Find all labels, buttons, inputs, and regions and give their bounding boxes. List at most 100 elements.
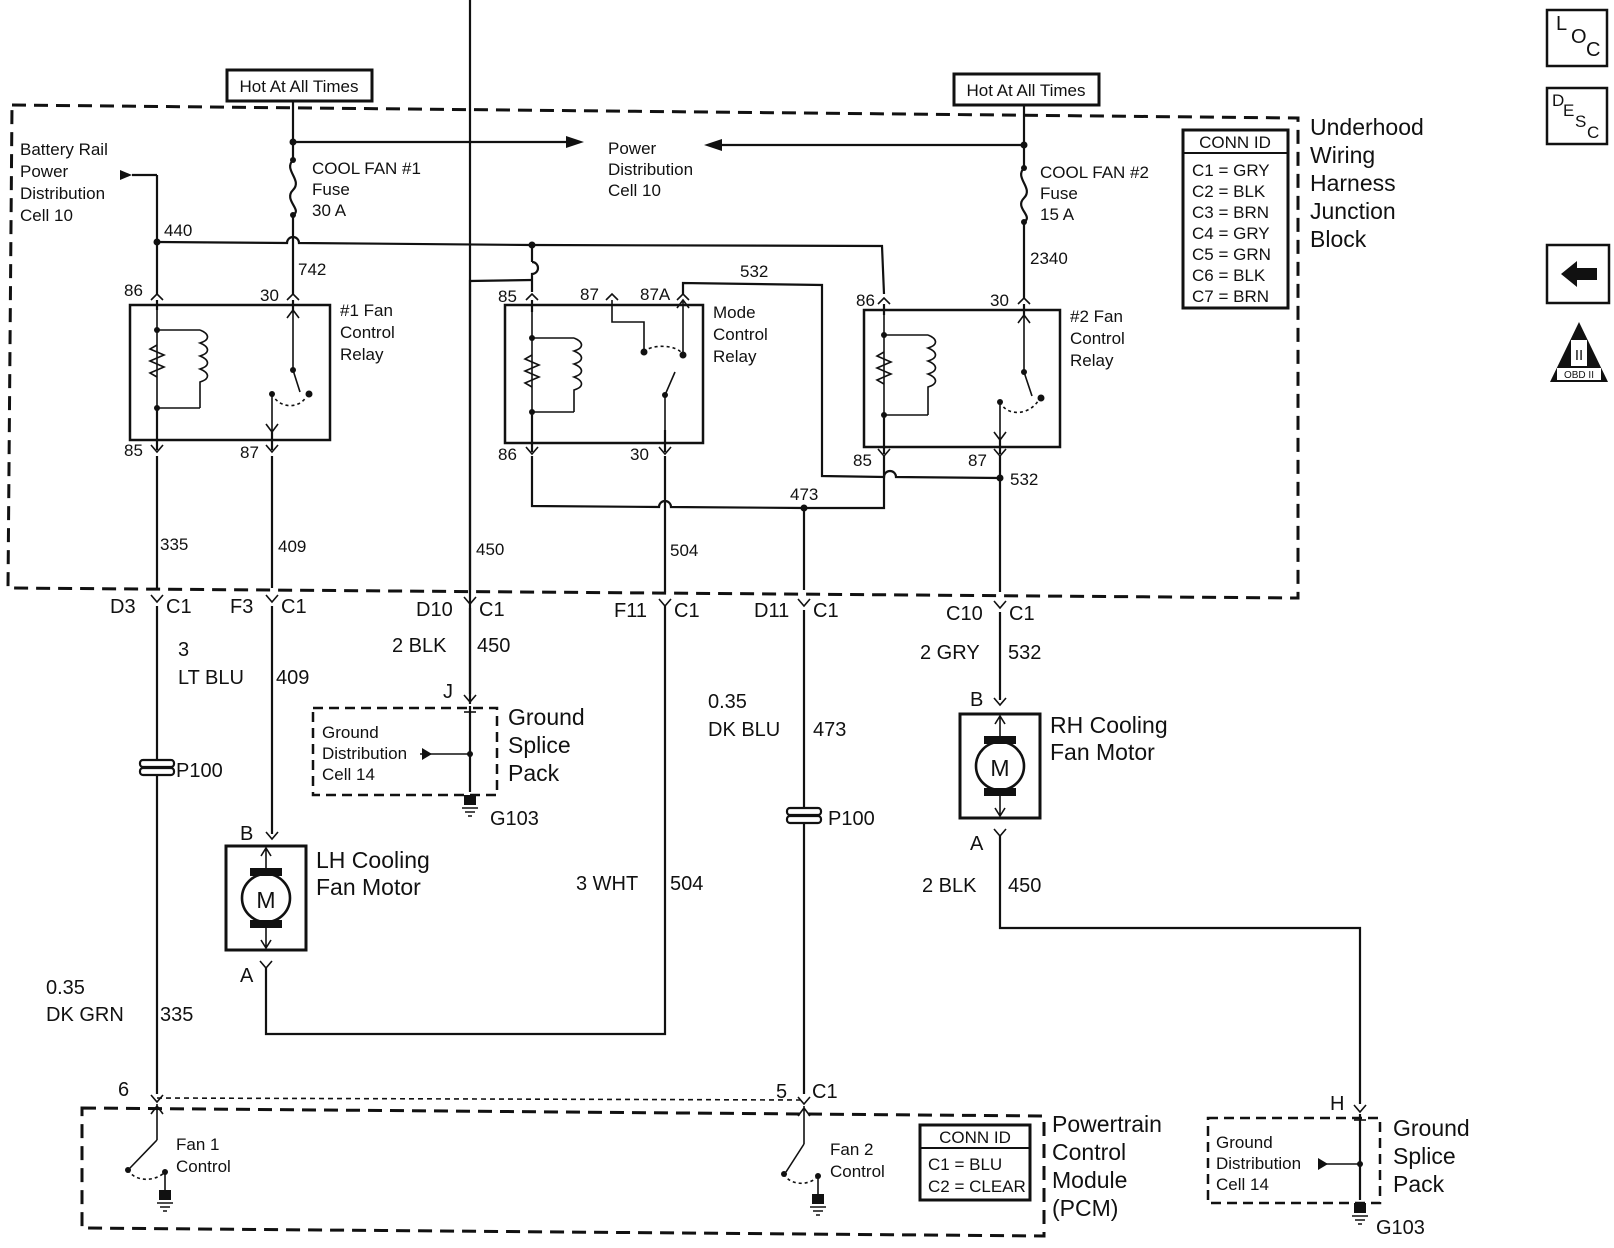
- svg-text:85: 85: [853, 451, 872, 470]
- svg-text:Ground: Ground: [322, 723, 379, 742]
- desc-letter-s: S: [1575, 112, 1586, 131]
- svg-text:504: 504: [670, 873, 703, 895]
- circuit-532-internal: 532 532: [681, 262, 1038, 489]
- mode-control-relay: 85 87 87A 86 30 Mode Control Relay: [498, 260, 768, 464]
- svg-text:DK BLU: DK BLU: [708, 719, 780, 741]
- svg-text:F11: F11: [614, 600, 647, 622]
- relay-output-wires: 335 409 450 504: [155, 456, 1004, 592]
- circuit-440: 440 742 2340: [120, 170, 1068, 295]
- svg-text:Control: Control: [1070, 329, 1125, 348]
- svg-text:Distribution: Distribution: [1216, 1154, 1301, 1173]
- svg-text:Power: Power: [608, 139, 657, 158]
- cool-fan-1-fuse-label: COOL FAN #1 Fuse 30 A: [312, 159, 421, 220]
- svg-text:C1: C1: [812, 1081, 838, 1103]
- svg-text:335: 335: [160, 1004, 193, 1026]
- obd-label: OBD II: [1564, 370, 1594, 381]
- svg-text:C5 = GRN: C5 = GRN: [1192, 245, 1271, 264]
- svg-text:Control: Control: [830, 1162, 885, 1181]
- svg-text:Powertrain: Powertrain: [1052, 1111, 1162, 1137]
- desc-letter-e: E: [1563, 101, 1574, 120]
- svg-text:Relay: Relay: [713, 347, 757, 366]
- svg-text:87: 87: [968, 451, 987, 470]
- svg-text:5: 5: [776, 1081, 787, 1103]
- svg-text:Module: Module: [1052, 1167, 1127, 1193]
- svg-text:532: 532: [1010, 470, 1038, 489]
- back-button[interactable]: [1545, 243, 1611, 305]
- svg-text:C1: C1: [479, 599, 505, 621]
- svg-text:Fan 1: Fan 1: [176, 1135, 219, 1154]
- svg-text:P100: P100: [828, 808, 875, 830]
- svg-text:Wiring: Wiring: [1310, 142, 1375, 168]
- svg-text:Junction: Junction: [1310, 198, 1396, 224]
- hot-at-all-times-1: Hot At All Times: [225, 68, 374, 103]
- svg-text:30: 30: [630, 445, 649, 464]
- svg-text:86: 86: [498, 445, 517, 464]
- svg-text:Ground: Ground: [1216, 1133, 1273, 1152]
- svg-text:G103: G103: [490, 808, 539, 830]
- loc-letter-o: O: [1571, 26, 1587, 48]
- desc-button[interactable]: D E S C: [1545, 86, 1609, 146]
- svg-text:C4 = GRY: C4 = GRY: [1192, 224, 1270, 243]
- svg-text:440: 440: [164, 221, 192, 240]
- svg-text:DK GRN: DK GRN: [46, 1004, 124, 1026]
- svg-text:2 BLK: 2 BLK: [392, 635, 447, 657]
- svg-text:2340: 2340: [1030, 249, 1068, 268]
- svg-text:#2 Fan: #2 Fan: [1070, 307, 1123, 326]
- svg-text:C2 = BLK: C2 = BLK: [1192, 182, 1266, 201]
- svg-text:Control: Control: [1052, 1139, 1126, 1165]
- wire-532: 2 GRY 532: [920, 612, 1041, 700]
- svg-text:450: 450: [477, 635, 510, 657]
- svg-text:B: B: [240, 823, 253, 845]
- svg-text:Distribution: Distribution: [608, 160, 693, 179]
- p100-connector-left: [138, 758, 176, 777]
- svg-text:#1 Fan: #1 Fan: [340, 301, 393, 320]
- svg-text:3 WHT: 3 WHT: [576, 873, 638, 895]
- svg-text:85: 85: [498, 287, 517, 306]
- p100-connector-right: [785, 806, 823, 825]
- svg-text:Mode: Mode: [713, 303, 756, 322]
- svg-text:473: 473: [813, 719, 846, 741]
- svg-text:Fan Motor: Fan Motor: [316, 874, 421, 900]
- svg-text:Splice: Splice: [508, 732, 571, 758]
- fan-1-control-relay: 86 30 85 87 #1 Fan Control Relay: [124, 281, 395, 462]
- svg-text:C1: C1: [281, 596, 307, 618]
- battery-rail-label: Battery Rail Power Distribution Cell 10: [20, 140, 108, 225]
- svg-text:Relay: Relay: [340, 345, 384, 364]
- svg-text:87: 87: [580, 285, 599, 304]
- svg-text:450: 450: [476, 540, 504, 559]
- svg-text:532: 532: [740, 262, 768, 281]
- svg-text:Pack: Pack: [508, 760, 560, 786]
- svg-text:J: J: [443, 681, 453, 703]
- svg-text:Fan Motor: Fan Motor: [1050, 739, 1155, 765]
- junction-conn-id-table: CONN ID C1 = GRY C2 = BLK C3 = BRN C4 = …: [1181, 128, 1290, 310]
- svg-text:Fuse: Fuse: [1040, 184, 1078, 203]
- svg-text:87A: 87A: [640, 285, 671, 304]
- loc-button[interactable]: L O C: [1545, 8, 1609, 68]
- svg-text:Cell 10: Cell 10: [20, 206, 73, 225]
- svg-text:409: 409: [278, 537, 306, 556]
- svg-text:COOL FAN #2: COOL FAN #2: [1040, 163, 1149, 182]
- svg-text:Block: Block: [1310, 226, 1367, 252]
- lh-cooling-fan-motor: B M LH Cooling Fan Motor A 3 WHT 504: [224, 606, 703, 1036]
- svg-text:COOL FAN #1: COOL FAN #1: [312, 159, 421, 178]
- svg-text:504: 504: [670, 541, 698, 560]
- svg-text:Power: Power: [20, 162, 69, 181]
- powertrain-control-module: 6 5 C1 Fan 1 Control Fan 2 Control CONN …: [80, 1079, 1162, 1238]
- svg-text:Distribution: Distribution: [322, 744, 407, 763]
- svg-text:C1: C1: [1009, 603, 1035, 625]
- svg-text:LH Cooling: LH Cooling: [316, 847, 430, 873]
- svg-text:RH Cooling: RH Cooling: [1050, 712, 1168, 738]
- svg-text:86: 86: [856, 291, 875, 310]
- svg-text:M: M: [990, 755, 1009, 781]
- svg-text:C1: C1: [813, 600, 839, 622]
- svg-text:CONN ID: CONN ID: [1199, 133, 1271, 152]
- left-arrow-icon: [1561, 261, 1597, 287]
- obd-ii-icon[interactable]: II OBD II: [1550, 322, 1608, 382]
- svg-text:30 A: 30 A: [312, 201, 347, 220]
- cool-fan-2-fuse-label: COOL FAN #2 Fuse 15 A: [1040, 163, 1149, 224]
- svg-text:LT BLU: LT BLU: [178, 667, 244, 689]
- svg-text:A: A: [970, 833, 984, 855]
- svg-text:3: 3: [178, 639, 189, 661]
- svg-text:Control: Control: [340, 323, 395, 342]
- loc-letter-l: L: [1556, 13, 1567, 35]
